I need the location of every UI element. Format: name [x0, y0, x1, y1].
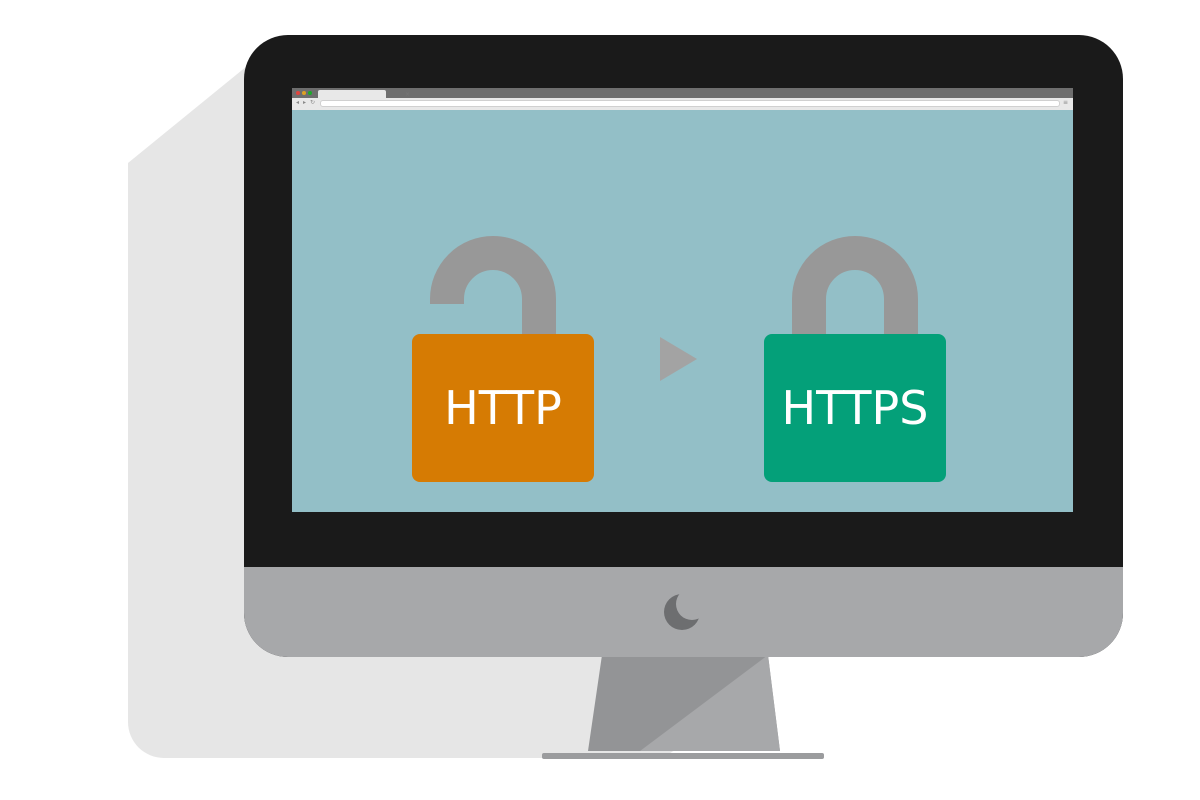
- http-label: HTTP: [444, 381, 562, 435]
- http-padlock: HTTP: [412, 236, 594, 486]
- crescent-logo-icon: [664, 592, 702, 630]
- monitor-screen: × ◂ ▸ ↻ ≡ HTTP: [292, 88, 1073, 512]
- reload-icon[interactable]: ↻: [310, 99, 316, 106]
- browser-tab[interactable]: ×: [318, 90, 410, 98]
- minimize-window-dot-icon[interactable]: [302, 91, 306, 95]
- https-lock-body: HTTPS: [764, 334, 946, 482]
- browser-tab-strip: ×: [292, 88, 1073, 98]
- play-arrow-icon: [660, 337, 697, 381]
- maximize-window-dot-icon[interactable]: [308, 91, 312, 95]
- https-label: HTTPS: [781, 381, 929, 435]
- close-window-dot-icon[interactable]: [296, 91, 300, 95]
- back-arrow-icon[interactable]: ◂: [296, 99, 300, 106]
- monitor-stand: [540, 655, 830, 769]
- address-bar[interactable]: [320, 100, 1060, 107]
- forward-arrow-icon[interactable]: ▸: [303, 99, 307, 106]
- https-padlock: HTTPS: [764, 236, 946, 486]
- open-shackle-icon: [430, 236, 556, 346]
- monitor-chin: [244, 567, 1123, 657]
- browser-menu-icon[interactable]: ≡: [1063, 99, 1069, 106]
- closed-shackle-icon: [792, 236, 918, 346]
- monitor-frame: × ◂ ▸ ↻ ≡ HTTP: [244, 35, 1123, 657]
- browser-toolbar: × ◂ ▸ ↻ ≡: [292, 88, 1073, 110]
- http-lock-body: HTTP: [412, 334, 594, 482]
- tab-close-icon[interactable]: ×: [405, 91, 411, 98]
